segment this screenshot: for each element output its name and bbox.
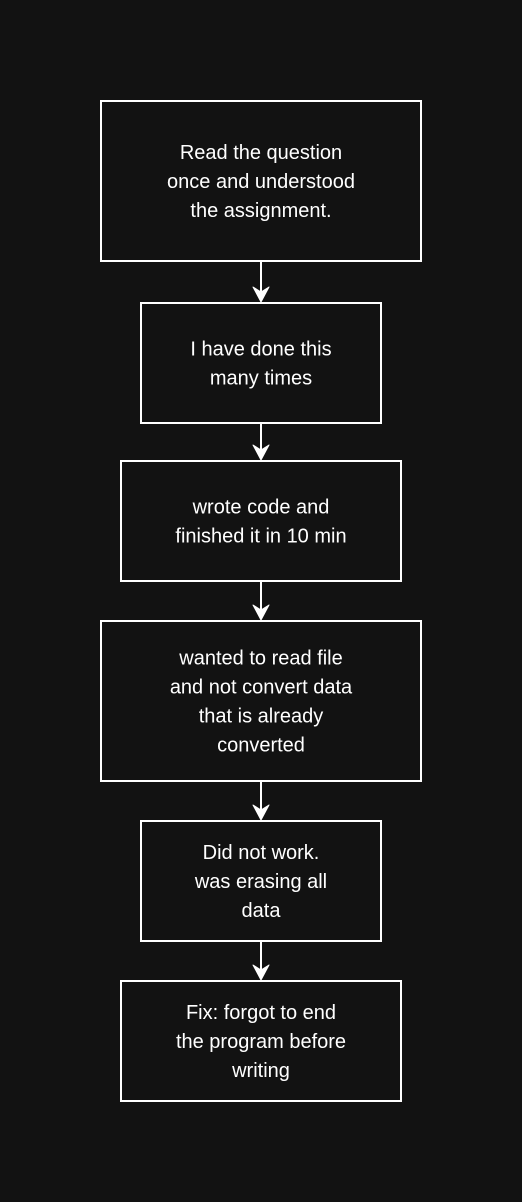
flow-node-text-line: was erasing all (194, 871, 327, 893)
flow-node-text-line: once and understood (167, 171, 355, 193)
flow-node-box (100, 100, 422, 262)
flow-arrow-wrote-code-to-read-file (252, 581, 270, 621)
flow-node-text-line: many times (210, 368, 312, 390)
flow-node-text-line: and not convert data (170, 677, 353, 699)
flow-node-box (140, 302, 382, 424)
flow-node-text-line: finished it in 10 min (175, 526, 346, 548)
flow-node-box (100, 620, 422, 782)
flow-node-text-line: wrote code and (192, 497, 330, 519)
arrowhead-icon (252, 286, 270, 303)
flow-node-text-line: Read the question (180, 142, 342, 164)
flow-node-text-line: the assignment. (190, 200, 331, 222)
flow-node-done-many-times: I have done this many times (140, 302, 382, 424)
flow-node-fix: Fix: forgot to end the program before writ… (120, 980, 402, 1102)
flow-node-text-line: Did not work. (203, 842, 320, 864)
flow-node-text-line: Fix: forgot to end (186, 1002, 336, 1024)
edges-layer (252, 261, 270, 981)
flow-node-box (120, 460, 402, 582)
flow-node-box (120, 980, 402, 1102)
flow-arrow-did-not-work-to-fix (252, 941, 270, 981)
arrowhead-icon (252, 804, 270, 821)
flow-node-text-line: the program before (176, 1031, 346, 1053)
flow-node-box (140, 820, 382, 942)
flow-arrow-read-question-to-done-many-times (252, 261, 270, 303)
flow-node-read-question: Read the question once and understood the … (100, 100, 422, 262)
flow-node-text-line: that is already (199, 706, 324, 728)
flow-node-did-not-work: Did not work. was erasing all data (140, 820, 382, 942)
flow-node-wrote-code: wrote code and finished it in 10 min (120, 460, 402, 582)
flow-arrow-read-file-to-did-not-work (252, 781, 270, 821)
flow-node-text-line: writing (231, 1060, 290, 1082)
arrowhead-icon (252, 444, 270, 461)
flow-node-read-file: wanted to read file and not convert data t… (100, 620, 422, 782)
arrowhead-icon (252, 964, 270, 981)
flow-node-text-line: I have done this (190, 339, 331, 361)
flow-node-text-line: converted (217, 735, 305, 757)
nodes-layer: Read the question once and understood the … (100, 100, 422, 1102)
arrowhead-icon (252, 604, 270, 621)
flow-arrow-done-many-times-to-wrote-code (252, 423, 270, 461)
flow-node-text-line: data (242, 900, 282, 922)
flow-node-text-line: wanted to read file (178, 648, 342, 670)
